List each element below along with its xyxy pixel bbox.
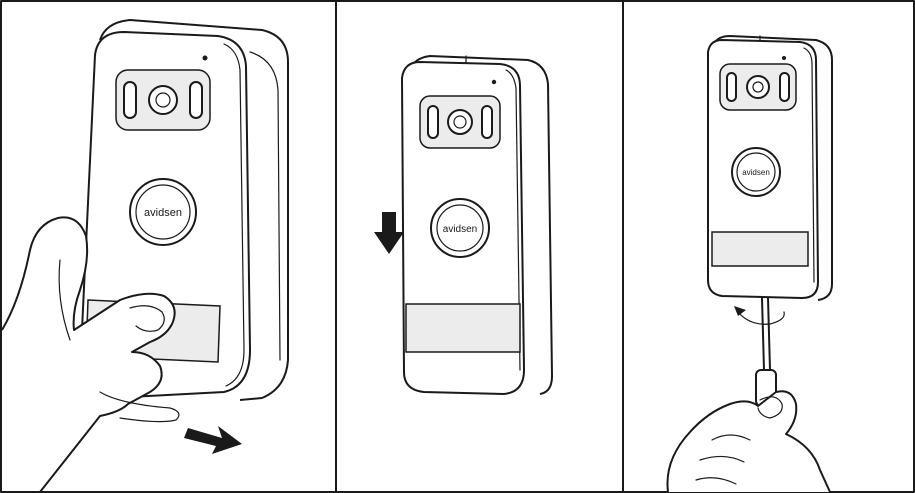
arrow-down-icon <box>374 212 404 254</box>
ir-led-left <box>124 82 136 118</box>
microphone-dot <box>782 56 786 60</box>
ir-led-right <box>482 106 492 138</box>
panel-3: avidsen <box>667 36 832 492</box>
ir-led-right <box>190 82 202 118</box>
camera-lens <box>149 86 177 114</box>
ir-led-left <box>428 106 438 138</box>
ir-led-left <box>727 73 736 101</box>
ir-led-right <box>780 73 789 101</box>
rotation-arrow-icon <box>738 312 784 324</box>
name-plate <box>712 232 808 266</box>
camera-lens <box>747 76 769 98</box>
brand-label: avidsen <box>144 207 182 219</box>
panel-1: avidsen <box>2 20 288 492</box>
brand-label: avidsen <box>443 224 477 235</box>
camera-lens <box>448 110 472 134</box>
screwdriver-shaft <box>762 298 764 370</box>
panel-2: avidsen <box>374 56 552 394</box>
microphone-dot <box>203 56 208 61</box>
arrow-right-icon <box>184 426 242 454</box>
name-plate <box>406 304 520 352</box>
brand-label: avidsen <box>742 168 770 177</box>
microphone-dot <box>492 80 496 84</box>
hand <box>667 391 830 492</box>
